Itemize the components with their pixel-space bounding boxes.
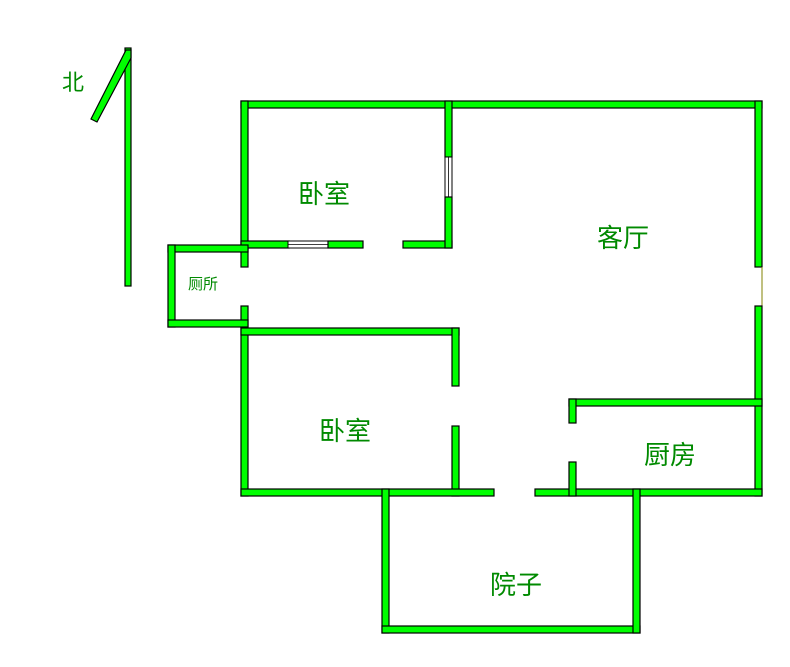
room-label-bedroom-south: 卧室 (319, 417, 371, 447)
north-arrow-icon (90, 47, 132, 287)
room-label-bedroom-north: 卧室 (298, 180, 350, 210)
room-label-living-room: 客厅 (597, 224, 649, 254)
room-label-toilet: 厕所 (188, 275, 218, 293)
room-label-kitchen: 厨房 (644, 441, 696, 471)
walls (167, 100, 763, 634)
room-label-yard: 院子 (490, 571, 542, 601)
north-label: 北 (62, 71, 84, 96)
